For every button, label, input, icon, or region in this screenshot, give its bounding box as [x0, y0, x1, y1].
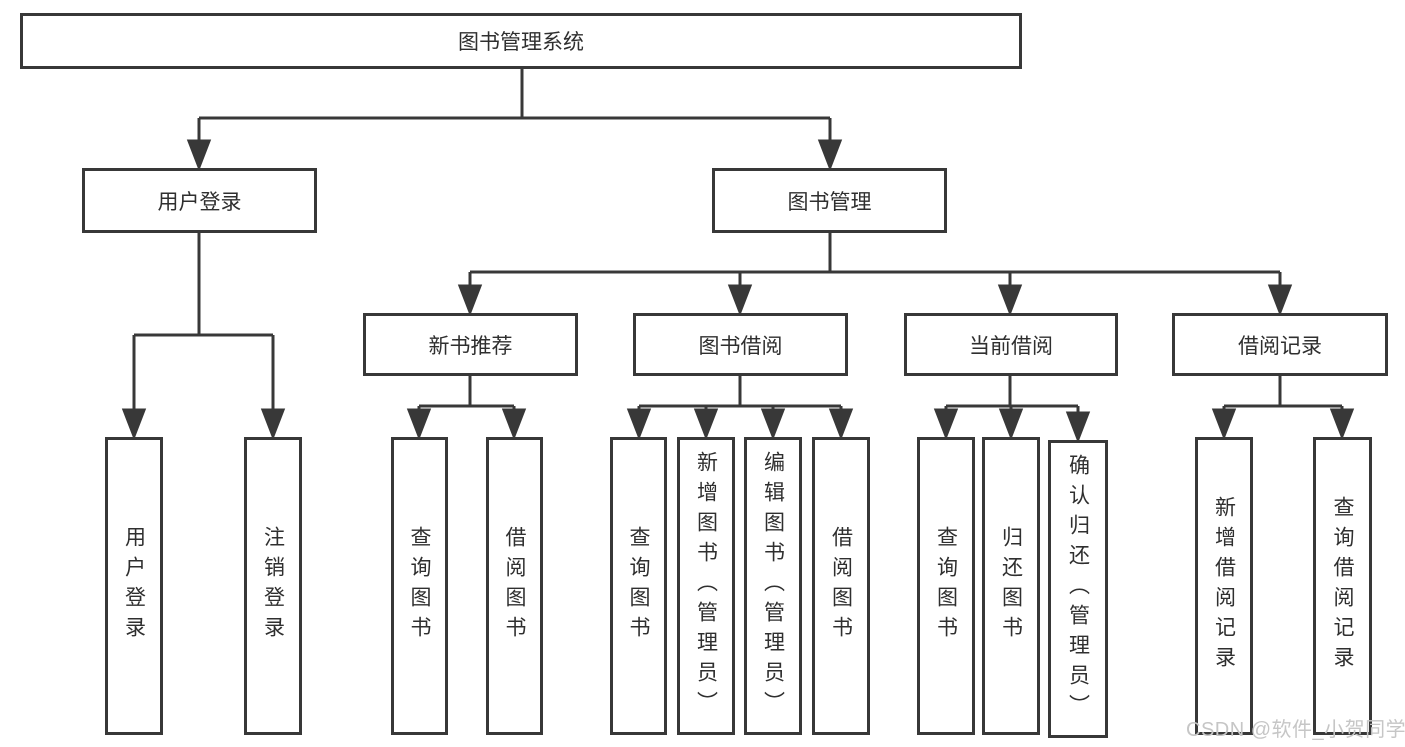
- arrow-down-icon: [626, 408, 652, 441]
- node-label: 当前借阅: [969, 334, 1053, 358]
- arrow-down-icon: [760, 408, 786, 441]
- node-book-management-branch: 图书管理: [712, 168, 947, 233]
- node-label: 查询图书: [934, 526, 958, 646]
- arrow-down-icon: [997, 284, 1023, 317]
- arrow-down-icon: [693, 408, 719, 441]
- node-user-login: 用户登录: [105, 437, 163, 735]
- node-borrowing-records: 借阅记录: [1172, 313, 1388, 376]
- node-label: 新增图书（管理员）: [694, 451, 718, 721]
- arrow-down-icon: [1329, 408, 1355, 441]
- node-borrow-books: 借阅图书: [486, 437, 543, 735]
- node-current-borrowing: 当前借阅: [904, 313, 1118, 376]
- node-label: 查询借阅记录: [1331, 496, 1355, 676]
- arrow-down-icon: [828, 408, 854, 441]
- node-book-borrowing: 图书借阅: [633, 313, 848, 376]
- csdn-watermark: CSDN @软件_小贺同学: [1186, 719, 1405, 741]
- node-label: 新增借阅记录: [1212, 496, 1236, 676]
- node-label: 注销登录: [261, 526, 285, 646]
- arrow-down-icon: [1267, 284, 1293, 317]
- node-label: 借阅图书: [829, 526, 853, 646]
- node-add-books-admin: 新增图书（管理员）: [677, 437, 735, 735]
- node-label: 查询图书: [408, 526, 432, 646]
- node-label: 确认归还（管理员）: [1066, 454, 1090, 724]
- node-query-borrow-record: 查询借阅记录: [1313, 437, 1372, 735]
- arrow-down-icon: [260, 408, 286, 441]
- node-query-books: 查询图书: [610, 437, 667, 735]
- node-query-books: 查询图书: [917, 437, 975, 735]
- arrow-down-icon: [727, 284, 753, 317]
- node-user-login-branch: 用户登录: [82, 168, 317, 233]
- node-label: 编辑图书（管理员）: [761, 451, 785, 721]
- node-label: 图书借阅: [698, 334, 783, 358]
- node-label: 用户登录: [157, 190, 242, 214]
- node-label: 新书推荐: [428, 334, 513, 358]
- arrow-down-icon: [501, 408, 527, 441]
- node-logout: 注销登录: [244, 437, 302, 735]
- node-label: 用户登录: [122, 526, 146, 646]
- node-add-borrow-record: 新增借阅记录: [1195, 437, 1253, 735]
- node-new-book-recommendation: 新书推荐: [363, 313, 578, 376]
- arrow-down-icon: [1065, 411, 1091, 444]
- arrow-down-icon: [186, 139, 212, 172]
- arrow-down-icon: [406, 408, 432, 441]
- node-edit-books-admin: 编辑图书（管理员）: [744, 437, 802, 735]
- arrow-down-icon: [933, 408, 959, 441]
- node-label: 查询图书: [627, 526, 651, 646]
- node-borrow-books: 借阅图书: [812, 437, 870, 735]
- node-return-books: 归还图书: [982, 437, 1040, 735]
- node-label: 归还图书: [999, 526, 1023, 646]
- arrow-down-icon: [457, 284, 483, 317]
- node-confirm-return-admin: 确认归还（管理员）: [1048, 440, 1108, 738]
- arrow-down-icon: [817, 139, 843, 172]
- node-label: 图书管理: [787, 190, 872, 214]
- node-library-management-system: 图书管理系统: [20, 13, 1022, 69]
- arrow-down-icon: [998, 408, 1024, 441]
- node-label: 图书管理系统: [458, 31, 584, 54]
- node-label: 借阅图书: [503, 526, 527, 646]
- arrow-down-icon: [121, 408, 147, 441]
- node-query-books: 查询图书: [391, 437, 448, 735]
- node-label: 借阅记录: [1238, 334, 1322, 358]
- arrow-down-icon: [1211, 408, 1237, 441]
